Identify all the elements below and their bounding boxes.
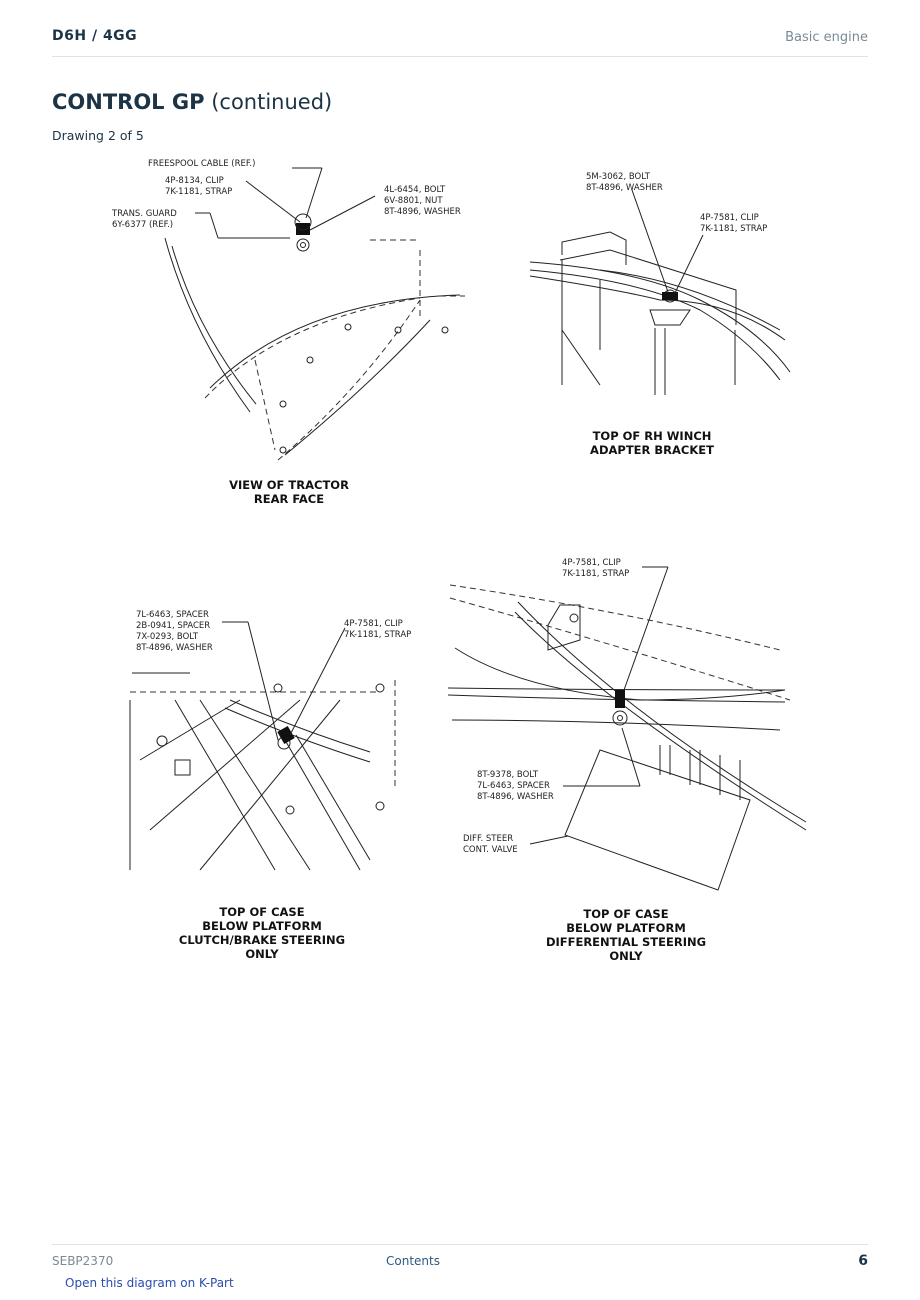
page-footer: SEBP2370 Contents 6 xyxy=(52,1244,868,1273)
title-suffix: (continued) xyxy=(211,90,333,114)
cb-label-strap: 7K-1181, STRAP xyxy=(344,630,411,640)
rear-label-guard: TRANS. GUARD xyxy=(111,209,177,219)
cb-label-clip: 4P-7581, CLIP xyxy=(344,619,403,629)
rear-label-nut: 6V-8801, NUT xyxy=(384,196,443,206)
rear-caption-2: REAR FACE xyxy=(254,492,324,506)
diff-label-washer: 8T-4896, WASHER xyxy=(477,792,554,802)
rear-label-bolt: 4L-6454, BOLT xyxy=(384,185,446,195)
rear-face-diagram: FREESPOOL CABLE (REF.) 4P-8134, CLIP 7K-… xyxy=(111,159,465,506)
diff-label-valve-1: DIFF. STEER xyxy=(463,834,513,844)
rear-caption-1: VIEW OF TRACTOR xyxy=(229,478,349,492)
diff-label-clip: 4P-7581, CLIP xyxy=(562,558,621,568)
winch-caption-2: ADAPTER BRACKET xyxy=(590,443,714,457)
section-name: Basic engine xyxy=(785,30,868,45)
winch-caption-1: TOP OF RH WINCH xyxy=(593,429,712,443)
diff-label-spacer: 7L-6463, SPACER xyxy=(477,781,550,791)
diff-caption-1: TOP OF CASE xyxy=(583,907,668,921)
winch-label-washer: 8T-4896, WASHER xyxy=(586,183,663,193)
cb-label-bolt: 7X-0293, BOLT xyxy=(136,632,199,642)
diff-caption-4: ONLY xyxy=(609,949,643,963)
cb-label-spacer-1: 7L-6463, SPACER xyxy=(136,610,209,620)
cb-caption-2: BELOW PLATFORM xyxy=(202,919,322,933)
rear-label-clip: 4P-8134, CLIP xyxy=(165,176,224,186)
diff-label-valve-2: CONT. VALVE xyxy=(463,845,518,855)
winch-label-bolt: 5M-3062, BOLT xyxy=(586,172,651,182)
parts-diagram: FREESPOOL CABLE (REF.) 4P-8134, CLIP 7K-… xyxy=(0,150,920,980)
document-number: SEBP2370 xyxy=(52,1254,114,1268)
diff-caption-3: DIFFERENTIAL STEERING xyxy=(546,935,706,949)
cb-label-washer: 8T-4896, WASHER xyxy=(136,643,213,653)
cb-caption-3: CLUTCH/BRAKE STEERING xyxy=(179,933,345,947)
kpart-diagram-link[interactable]: Open this diagram on K-Part xyxy=(65,1276,234,1290)
drawing-number: Drawing 2 of 5 xyxy=(52,128,144,143)
page-number: 6 xyxy=(858,1253,868,1269)
rear-label-strap: 7K-1181, STRAP xyxy=(165,187,232,197)
diff-caption-2: BELOW PLATFORM xyxy=(566,921,686,935)
winch-label-strap: 7K-1181, STRAP xyxy=(700,224,767,234)
contents-link[interactable]: Contents xyxy=(386,1254,440,1268)
cb-caption-1: TOP OF CASE xyxy=(219,905,304,919)
page-title: CONTROL GP (continued) xyxy=(52,90,332,114)
model-title: D6H / 4GG xyxy=(52,28,138,44)
rear-label-washer: 8T-4896, WASHER xyxy=(384,207,461,217)
rear-label-freespool: FREESPOOL CABLE (REF.) xyxy=(148,159,255,169)
clutch-brake-diagram: 7L-6463, SPACER 2B-0941, SPACER 7X-0293,… xyxy=(129,610,411,961)
diff-label-bolt: 8T-9378, BOLT xyxy=(477,770,539,780)
diff-label-strap: 7K-1181, STRAP xyxy=(562,569,629,579)
page-header: D6H / 4GG Basic engine xyxy=(52,28,868,57)
winch-label-clip: 4P-7581, CLIP xyxy=(700,213,759,223)
cb-label-spacer-2: 2B-0941, SPACER xyxy=(136,621,210,631)
winch-bracket-diagram: 5M-3062, BOLT 8T-4896, WASHER 4P-7581, C… xyxy=(529,172,791,457)
rear-label-guard-ref: 6Y-6377 (REF.) xyxy=(112,220,173,230)
title-main: CONTROL GP xyxy=(52,90,205,114)
differential-diagram: 4P-7581, CLIP 7K-1181, STRAP 8T-9378, BO… xyxy=(447,558,807,963)
cb-caption-4: ONLY xyxy=(245,947,279,961)
diagram-canvas: FREESPOOL CABLE (REF.) 4P-8134, CLIP 7K-… xyxy=(111,159,807,963)
